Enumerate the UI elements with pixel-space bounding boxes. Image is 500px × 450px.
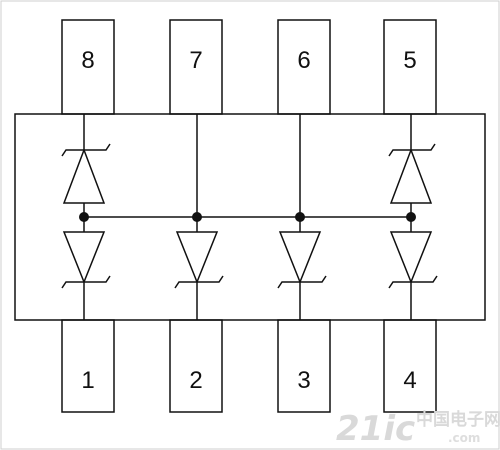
pin-5-label: 5 bbox=[403, 47, 416, 74]
pin-6-label: 6 bbox=[297, 47, 310, 74]
pin-3-outline bbox=[277, 319, 331, 413]
pin-2: 2 bbox=[169, 319, 223, 413]
pin-1-outline bbox=[61, 319, 115, 413]
zener-cathode-bar bbox=[388, 143, 436, 157]
zener-cathode-bar bbox=[277, 275, 327, 289]
pin-5-outline bbox=[383, 19, 437, 115]
diode-triangle bbox=[278, 231, 322, 285]
pin-3: 3 bbox=[277, 319, 331, 413]
pin-4-outline bbox=[383, 319, 437, 413]
zener-cathode-bar bbox=[61, 275, 111, 289]
pin-8-label: 8 bbox=[81, 47, 94, 74]
junction-dot bbox=[79, 212, 89, 222]
pin-3-label: 3 bbox=[297, 367, 310, 394]
diode-triangle bbox=[175, 231, 219, 285]
watermark-brand: 21ic bbox=[336, 409, 415, 449]
pin-7: 7 bbox=[169, 19, 223, 115]
pin-8: 8 bbox=[61, 19, 115, 115]
junction-dot bbox=[295, 212, 305, 222]
diode-triangle bbox=[389, 231, 433, 285]
pin-1-label: 1 bbox=[81, 367, 94, 394]
diode-triangle bbox=[62, 231, 106, 285]
watermark-url: .com bbox=[448, 431, 480, 445]
pin-2-label: 2 bbox=[189, 367, 202, 394]
pin-7-outline bbox=[169, 19, 223, 115]
pin-4: 4 bbox=[383, 319, 437, 413]
zener-cathode-bar bbox=[174, 275, 224, 289]
pin-6: 6 bbox=[277, 19, 331, 115]
pin-5: 5 bbox=[383, 19, 437, 115]
package-body bbox=[14, 113, 486, 321]
watermark-cn: 中国电子网 bbox=[416, 409, 500, 430]
watermark: 21ic 中国电子网 .com bbox=[336, 409, 500, 449]
junction-dot bbox=[192, 212, 202, 222]
pin-6-outline bbox=[277, 19, 331, 115]
pin-1: 1 bbox=[61, 319, 115, 413]
tvs-diode-pin-2 bbox=[174, 217, 224, 320]
pin-8-outline bbox=[61, 19, 115, 115]
pin-4-label: 4 bbox=[403, 367, 416, 394]
junction-dot bbox=[406, 212, 416, 222]
pin-2-outline bbox=[169, 319, 223, 413]
pin-7-label: 7 bbox=[189, 47, 202, 74]
zener-cathode-bar bbox=[388, 275, 438, 289]
tvs-diode-pin-4 bbox=[388, 217, 438, 320]
zener-cathode-bar bbox=[61, 143, 111, 157]
